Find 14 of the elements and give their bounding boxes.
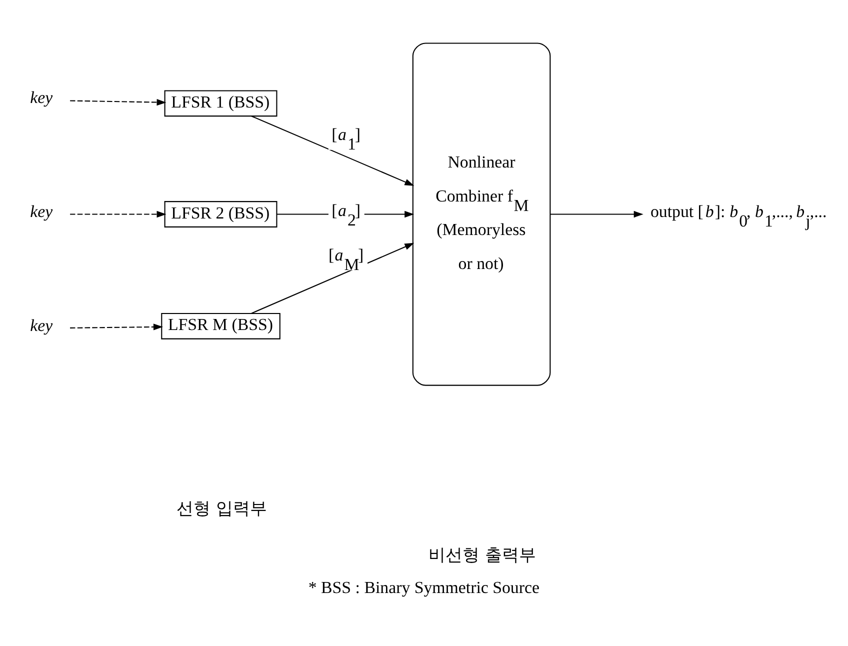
node-text: key	[30, 202, 53, 222]
node-box: LFSR 2 (BSS)	[164, 201, 278, 228]
arrow	[70, 98, 166, 106]
arrow	[70, 210, 166, 218]
node-text: key	[30, 316, 53, 336]
node-box: LFSR M (BSS)	[161, 312, 280, 340]
label: 선형 입력부	[176, 498, 267, 518]
label: 비선형 출력부	[428, 544, 536, 564]
arrow	[550, 210, 644, 218]
arrow	[251, 116, 414, 186]
node-box: LFSR 1 (BSS)	[164, 90, 278, 117]
node-text: key	[30, 88, 53, 108]
caption: * BSS : Binary Symmetric Source	[308, 578, 540, 598]
arrow	[70, 324, 163, 330]
